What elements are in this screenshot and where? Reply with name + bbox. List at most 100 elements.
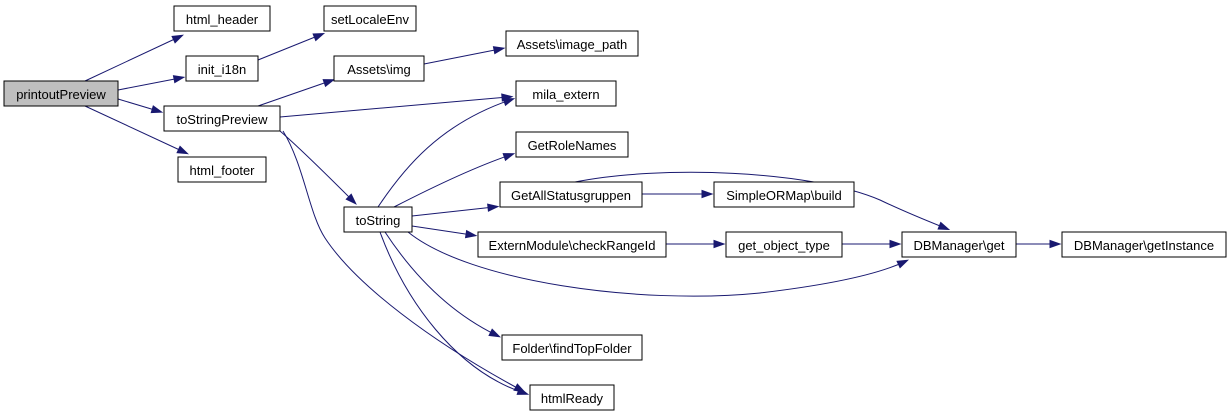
edge-arrowhead — [492, 46, 506, 55]
edge-arrowhead — [701, 189, 714, 199]
edge-assets_img-to-assets_image_path — [423, 46, 506, 65]
node-label: SimpleORMap\build — [726, 188, 842, 203]
node-simpleormap_build[interactable]: SimpleORMap\build — [713, 181, 855, 208]
edge-arrowhead — [1049, 239, 1062, 249]
nodes-layer: printoutPreview html_header init_i18n toStr… — [3, 5, 1227, 411]
node-assets_image_path[interactable]: Assets\image_path — [505, 30, 639, 57]
node-label: GetAllStatusgruppen — [511, 188, 631, 203]
node-label: DBManager\getInstance — [1074, 238, 1214, 253]
node-box[interactable] — [477, 231, 667, 258]
edges-layer — [84, 32, 1062, 395]
edge-toString-to-GetAllStatusgruppen — [411, 203, 500, 217]
edge-line — [423, 48, 501, 65]
edge-arrowhead — [312, 32, 326, 42]
node-html_header[interactable]: html_header — [173, 5, 271, 32]
node-box[interactable] — [501, 334, 643, 361]
node-GetAllStatusgruppen[interactable]: GetAllStatusgruppen — [499, 181, 643, 208]
node-box[interactable] — [713, 181, 855, 208]
edge-line — [411, 225, 473, 236]
node-box[interactable] — [515, 80, 617, 107]
edge-toString-to-htmlReady — [379, 231, 530, 395]
edge-line — [282, 130, 522, 391]
node-label: GetRoleNames — [528, 138, 617, 153]
node-box[interactable] — [185, 55, 259, 82]
edge-line — [117, 77, 181, 91]
edge-line — [407, 231, 905, 297]
edge-line — [257, 34, 321, 61]
edge-arrowhead — [502, 153, 516, 162]
edge-dbmanager_get-to-dbmanager_getInstance — [1016, 239, 1062, 249]
node-label: init_i18n — [198, 62, 246, 77]
edge-toString-to-checkRangeId — [411, 225, 478, 239]
edge-toString-to-dbmanager_get — [407, 231, 910, 297]
edge-printoutPreview-to-html_footer — [84, 105, 190, 155]
edge-printoutPreview-to-html_header — [84, 34, 184, 82]
node-printoutPreview[interactable]: printoutPreview — [3, 80, 119, 107]
edge-line — [117, 98, 159, 112]
node-box[interactable] — [173, 5, 271, 32]
node-dbmanager_getInstance[interactable]: DBManager\getInstance — [1061, 231, 1227, 258]
node-label: htmlReady — [541, 391, 604, 406]
edge-toStringPreview-to-htmlReady — [282, 130, 526, 393]
node-get_object_type[interactable]: get_object_type — [725, 231, 843, 258]
edge-arrowhead — [150, 105, 164, 114]
edge-init_i18n-to-setLocaleEnv — [257, 32, 326, 61]
node-box[interactable] — [343, 206, 413, 233]
edge-line — [411, 206, 495, 217]
edge-printoutPreview-to-init_i18n — [117, 75, 186, 91]
node-box[interactable] — [3, 80, 119, 107]
node-label: html_footer — [189, 163, 255, 178]
edge-toString-to-findTopFolder — [384, 231, 501, 338]
node-findTopFolder[interactable]: Folder\findTopFolder — [501, 334, 643, 361]
edge-arrowhead — [176, 145, 190, 155]
node-dbmanager_get[interactable]: DBManager\get — [901, 231, 1017, 258]
edge-arrowhead — [713, 239, 726, 249]
edge-line — [379, 231, 525, 394]
node-label: Assets\image_path — [517, 37, 628, 52]
edge-GetAllStatusgruppen-to-simpleormap_build — [642, 189, 714, 199]
node-label: toString — [356, 213, 401, 228]
node-GetRoleNames[interactable]: GetRoleNames — [515, 131, 629, 158]
node-init_i18n[interactable]: init_i18n — [185, 55, 259, 82]
node-label: html_header — [186, 12, 259, 27]
node-box[interactable] — [163, 105, 281, 132]
edge-line — [393, 154, 511, 208]
node-box[interactable] — [1061, 231, 1227, 258]
node-toStringPreview[interactable]: toStringPreview — [163, 105, 281, 132]
node-box[interactable] — [323, 5, 417, 32]
node-box[interactable] — [333, 55, 425, 82]
node-htmlReady[interactable]: htmlReady — [529, 384, 615, 411]
node-assets_img[interactable]: Assets\img — [333, 55, 425, 82]
node-box[interactable] — [499, 181, 643, 208]
node-mila_extern[interactable]: mila_extern — [515, 80, 617, 107]
node-box[interactable] — [725, 231, 843, 258]
edge-toString-to-mila_extern — [377, 98, 516, 208]
node-box[interactable] — [515, 131, 629, 158]
edge-arrowhead — [171, 34, 184, 44]
node-box[interactable] — [901, 231, 1017, 258]
edge-toStringPreview-to-assets_img — [257, 79, 336, 107]
node-toString[interactable]: toString — [343, 206, 413, 233]
edge-arrowhead — [896, 259, 910, 269]
edge-arrowhead — [345, 193, 357, 205]
node-box[interactable] — [529, 384, 615, 411]
node-checkRangeId[interactable]: ExternModule\checkRangeId — [477, 231, 667, 258]
edge-arrowhead — [937, 221, 951, 231]
edge-checkRangeId-to-get_object_type — [666, 239, 726, 249]
node-label: toStringPreview — [176, 112, 268, 127]
edge-arrowhead — [487, 203, 500, 212]
node-setLocaleEnv[interactable]: setLocaleEnv — [323, 5, 417, 32]
node-label: Folder\findTopFolder — [512, 341, 632, 356]
node-box[interactable] — [177, 156, 267, 183]
edge-arrowhead — [488, 328, 501, 338]
node-box[interactable] — [505, 30, 639, 57]
node-html_footer[interactable]: html_footer — [177, 156, 267, 183]
edge-line — [279, 96, 509, 118]
edge-arrowhead — [322, 79, 336, 88]
edge-toString-to-GetRoleNames — [393, 153, 516, 208]
edge-arrowhead — [889, 239, 902, 249]
edge-printoutPreview-to-toStringPreview — [117, 98, 164, 114]
edge-line — [384, 231, 497, 336]
edge-line — [377, 99, 511, 208]
